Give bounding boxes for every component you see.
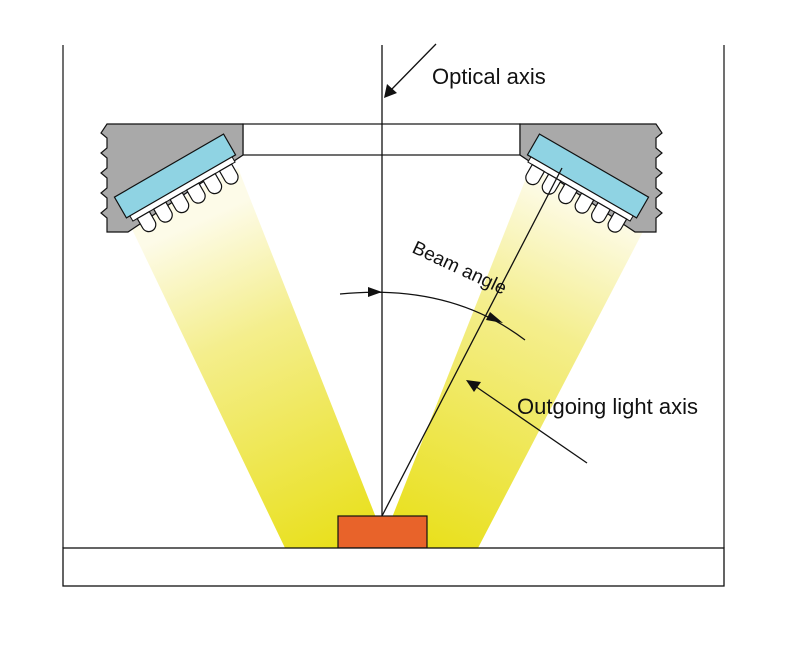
right-led-strip — [527, 156, 634, 222]
left-led-strip — [129, 156, 236, 222]
led-bulb — [218, 163, 239, 185]
beam-angle-arc — [339, 291, 526, 341]
led-bulb — [152, 201, 173, 223]
led-bulb — [169, 191, 190, 214]
led-bulb — [574, 192, 595, 214]
left-light-housing — [100, 123, 244, 233]
beam-angle-arrow-left — [368, 287, 382, 297]
stage-base-plate — [62, 547, 725, 587]
outgoing-axis-pointer — [474, 385, 588, 464]
led-bulb — [607, 211, 628, 233]
optical-axis-pointer-head — [384, 84, 397, 98]
optical-axis-label: Optical axis — [432, 64, 546, 89]
led-bulb — [558, 182, 579, 205]
led-bulb — [136, 210, 157, 233]
led-bulb — [591, 201, 611, 224]
left-led-bar — [113, 133, 239, 233]
outgoing-axis-pointer-head — [466, 380, 481, 392]
outgoing-light-axis-label: Outgoing light axis — [517, 394, 698, 419]
left-light-beam — [130, 168, 388, 548]
led-bulb — [525, 163, 546, 186]
left-led-row — [136, 163, 239, 233]
led-bulb — [202, 172, 223, 195]
led-bulb — [185, 182, 206, 204]
outgoing-light-axis-line — [381, 167, 563, 517]
beam-angle-arrow-right — [486, 312, 503, 323]
sample-object — [337, 515, 428, 549]
right-light-beam — [380, 168, 648, 548]
optical-axis-pointer — [390, 43, 437, 91]
right-light-housing — [519, 123, 663, 233]
